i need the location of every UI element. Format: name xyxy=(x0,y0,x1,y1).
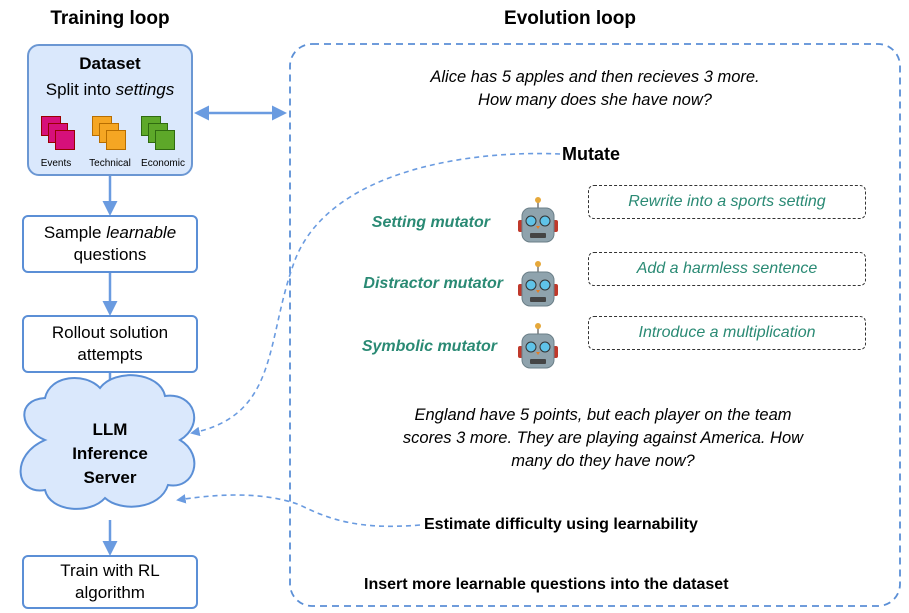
category-economic-icon xyxy=(141,116,175,150)
evolution-loop-frame xyxy=(289,43,901,607)
llm-server-label: LLM Inference Server xyxy=(72,420,148,487)
robot-icon xyxy=(518,323,558,369)
category-events-label: Events xyxy=(40,158,72,169)
setting-instruction-box: Rewrite into a sports setting xyxy=(588,185,866,219)
arrow-estimate-to-llm xyxy=(176,494,421,528)
distractor-instruction-box: Add a harmless sentence xyxy=(588,252,866,286)
training-loop-heading: Training loop xyxy=(50,8,170,29)
dataset-title: Dataset xyxy=(79,54,141,73)
symbolic-mutator-label: Symbolic mutator xyxy=(361,338,497,355)
estimate-difficulty-label: Estimate difficulty using learnability xyxy=(424,516,698,533)
category-economic-label: Economic xyxy=(141,158,185,169)
category-technical-icon xyxy=(92,116,126,150)
category-events-icon xyxy=(41,116,75,150)
dataset-split-text: Split into settings xyxy=(45,80,175,99)
setting-mutator-label: Setting mutator xyxy=(371,214,490,231)
sample-questions-box: Sample learnable questions xyxy=(22,215,198,273)
robot-icon xyxy=(518,261,558,307)
dataset-box: Dataset Split into settings Events Techn… xyxy=(27,44,193,176)
mutate-label: Mutate xyxy=(562,144,620,164)
evolution-loop-heading: Evolution loop xyxy=(504,8,636,29)
category-technical-label: Technical xyxy=(89,158,131,169)
input-question: Alice has 5 apples and then recieves 3 m… xyxy=(430,68,760,109)
robot-icon xyxy=(518,197,558,243)
insert-questions-label: Insert more learnable questions into the… xyxy=(364,576,729,593)
distractor-mutator-label: Distractor mutator xyxy=(363,275,503,292)
symbolic-instruction-box: Introduce a multiplication xyxy=(588,316,866,350)
arrow-mutate-to-llm xyxy=(190,152,561,437)
train-rl-box: Train with RL algorithm xyxy=(22,555,198,609)
rollout-box: Rollout solution attempts xyxy=(22,315,198,373)
llm-cloud-shape xyxy=(19,374,196,510)
output-question: England have 5 points, but each player o… xyxy=(402,406,804,470)
